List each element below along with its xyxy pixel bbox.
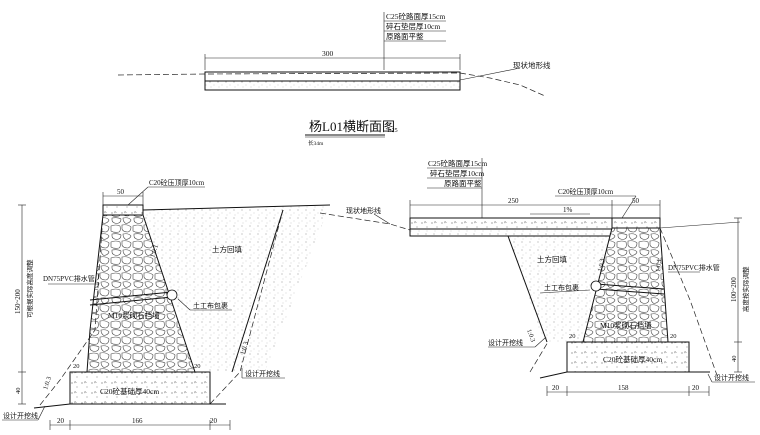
right-footing (566, 341, 690, 373)
left-geotextile-label: 土工布包裹 (193, 301, 228, 310)
left-cut-label-left: 设计开挖线 (3, 411, 38, 420)
right-gravel-layer (409, 228, 613, 237)
top-layer-2-label: 碎石垫层厚10cm (386, 21, 440, 31)
top-road-section: C25砼路面厚15cm 碎石垫层厚10cm 原路面平整 300 现状地形线 (117, 11, 551, 97)
right-cut-label-left: 设计开挖线 (488, 338, 523, 347)
right-wall-label: M10浆砌石挡墙 (600, 320, 652, 330)
left-footing-h: 40 (15, 388, 22, 395)
left-footing (69, 371, 211, 405)
left-footing-label: C20砼基础厚40cm (100, 386, 159, 396)
right-layer-3-label: 原路面平整 (444, 178, 482, 188)
left-step-2: 20 (194, 363, 201, 370)
right-cap (611, 217, 661, 229)
top-pavement-layer (204, 71, 461, 82)
right-backfill-label: 土方回填 (537, 254, 567, 264)
left-drain-label: DN75PVC排水管 (43, 274, 95, 283)
left-backfill-label: 土方回填 (212, 244, 242, 254)
left-slope-3: 1:0.3 (42, 376, 53, 391)
right-step-1: 20 (569, 333, 576, 340)
right-geotextile-label: 土工布包裹 (544, 283, 579, 292)
right-drain-label: DN75PVC排水管 (668, 263, 720, 272)
title-length: 长34m (308, 139, 324, 147)
left-section: 50 C20砼压顶厚10cm 土方回填 DN75PVC排水管 土工布包裹 M10… (2, 178, 331, 430)
right-footing-label: C20砼基础厚40cm (603, 354, 662, 364)
left-cap-width: 50 (117, 188, 125, 196)
right-dim-left: 20 (552, 384, 560, 392)
left-slope-1: 1:0.1 (149, 244, 160, 259)
left-dim-left: 20 (57, 417, 65, 425)
top-layer-3-label: 原路面平整 (386, 31, 424, 41)
right-layer-2-label: 碎石垫层厚10cm (430, 168, 484, 178)
right-cap-label: C20砼压顶厚10cm (558, 187, 614, 196)
top-terrain-label: 现状地形线 (513, 60, 551, 70)
right-slope-c: 1:0.3 (525, 328, 536, 343)
right-road-slab (409, 217, 613, 230)
left-wall-label: M10浆砌石挡墙 (108, 310, 160, 320)
right-slope-pct: 1% (563, 206, 573, 214)
left-step-1: 20 (73, 363, 80, 370)
title-scale: 1:25 (387, 128, 398, 134)
right-terrain-label: 现状地形线 (346, 206, 381, 215)
left-slope-2: 1:0.3 (239, 341, 250, 356)
right-section: C25砼路面厚15cm 碎石垫层厚10cm 原路面平整 C20砼压顶厚10cm … (319, 158, 755, 396)
right-dim-right: 20 (692, 384, 700, 392)
right-slope-a: 1:0.3 (597, 258, 606, 272)
right-height-range: 100~200 (730, 277, 738, 302)
left-dim-mid: 166 (132, 417, 143, 425)
right-road-width: 250 (508, 197, 519, 205)
top-width-dim: 300 (322, 49, 334, 58)
right-cap-width: 50 (632, 197, 640, 205)
top-layer-1-label: C25砼路面厚15cm (386, 11, 445, 21)
left-dim-right: 20 (210, 417, 218, 425)
left-cap (102, 204, 144, 216)
right-dim-mid: 158 (618, 384, 629, 392)
right-layer-1-label: C25砼路面厚15cm (428, 158, 487, 168)
top-gravel-layer (204, 80, 461, 91)
left-height-note: 可根据实际高度调整 (25, 259, 34, 318)
right-height-note: 高度按实际调整 (741, 266, 750, 312)
left-cap-label: C20砼压顶厚10cm (149, 178, 205, 187)
right-cut-label-right: 设计开挖线 (714, 373, 749, 382)
left-height-range: 150~200 (14, 289, 22, 314)
drawing-title: 杨L01横断面图 1:25 长34m (305, 119, 398, 147)
right-step-2: 20 (670, 333, 677, 340)
right-pipe-geotextile (590, 280, 602, 292)
page-title: 杨L01横断面图 (309, 119, 395, 134)
right-footing-h: 40 (731, 356, 738, 363)
left-cut-label-right: 设计开挖线 (245, 369, 280, 378)
right-slope-b: 1:0.1 (655, 258, 663, 272)
left-pipe-geotextile (166, 289, 178, 301)
